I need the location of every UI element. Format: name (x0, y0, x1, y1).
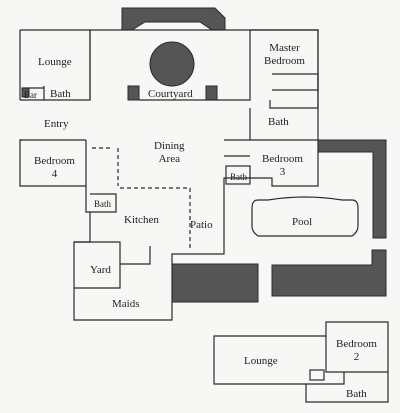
patio-wall-block (171, 263, 259, 303)
room-bath-guest: Bath (346, 388, 367, 400)
master-bedroom-walls (250, 29, 319, 109)
room-bedroom-2: Bedroom 2 (336, 338, 377, 363)
courtyard-walls (89, 30, 251, 101)
dining-dashed (92, 147, 119, 186)
yard-fence (74, 264, 121, 289)
guest-counter (309, 369, 325, 381)
room-bath-master: Bath (268, 116, 289, 128)
guest-house-outline (213, 321, 389, 403)
room-entry: Entry (44, 118, 69, 130)
pool-outline (251, 196, 359, 237)
room-bedroom-4: Bedroom 4 (34, 155, 75, 180)
room-bath-lounge: Bath (50, 88, 71, 100)
room-master-bedroom: Master Bedroom (264, 42, 305, 67)
courtyard-top-wall (121, 7, 226, 31)
room-courtyard: Courtyard (148, 88, 193, 100)
room-bath-bedroom-3: Bath (230, 172, 247, 182)
courtyard-left-pillar (127, 85, 140, 101)
room-pool: Pool (292, 216, 313, 228)
room-kitchen: Kitchen (124, 214, 159, 226)
guest-bedroom-wall (325, 336, 388, 373)
main-house-outline (19, 29, 319, 321)
room-bedroom-3: Bedroom 3 (262, 153, 303, 178)
room-maids: Maids (112, 298, 140, 310)
courtyard-right-pillar (205, 85, 218, 101)
bath-bed3 (225, 165, 251, 185)
kitchen-dashed (120, 187, 191, 250)
room-dining-area: Dining Area (154, 140, 185, 165)
bath-bed4 (90, 193, 117, 213)
room-bath-bedroom-4: Bath (94, 199, 111, 209)
yard-walls (74, 241, 151, 265)
room-patio: Patio (190, 219, 213, 231)
courtyard-fountain (149, 41, 195, 87)
room-lounge-main: Lounge (38, 56, 72, 68)
guest-bath-wall (306, 372, 345, 385)
bedroom3-walls (224, 139, 250, 157)
room-bar: Bar (24, 90, 37, 100)
master-closet (272, 73, 319, 91)
room-lounge-guest: Lounge (244, 355, 278, 367)
room-yard: Yard (90, 264, 111, 276)
terrace-wall-right (317, 139, 387, 239)
terrace-wall-lower (271, 249, 387, 297)
